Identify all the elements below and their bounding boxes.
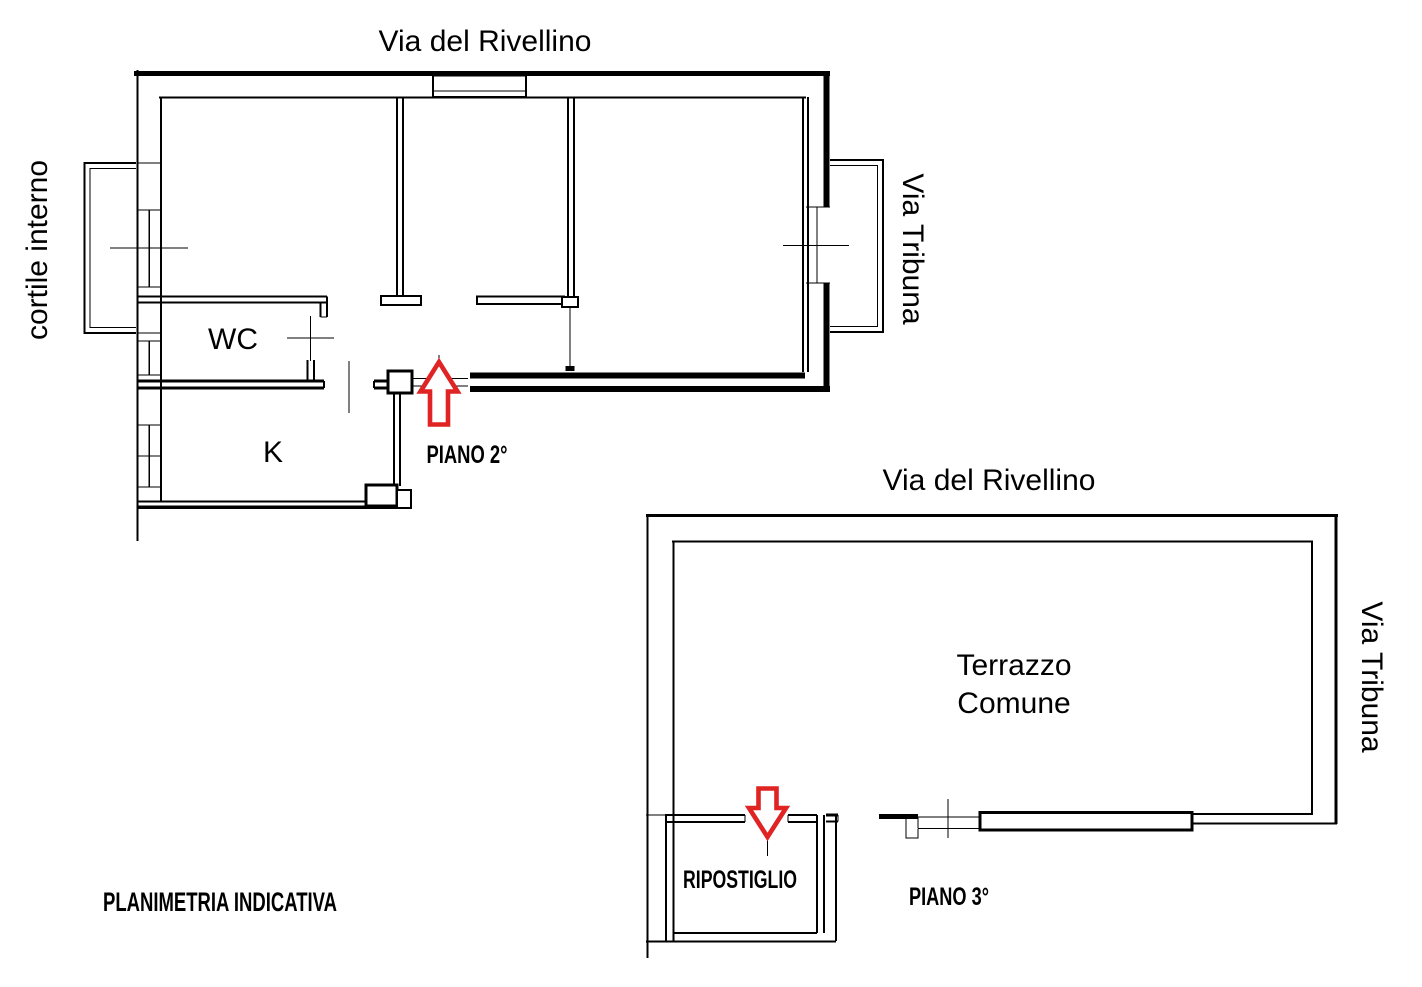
disclaimer-label: PLANIMETRIA INDICATIVA <box>103 887 337 917</box>
piano2-right-window <box>783 206 849 284</box>
plan-piano-2: Via del Rivellino cortile interno Via Tr… <box>21 25 929 541</box>
piano3-terrace-walls <box>646 540 1337 839</box>
piano3-storage-room-label: RIPOSTIGLIO <box>683 866 797 894</box>
piano3-street-top-label: Via del Rivellino <box>883 464 1096 497</box>
piano3-terrace-label-line1: Terrazzo <box>956 649 1071 682</box>
piano2-wc-room-label: WC <box>208 323 258 356</box>
piano2-street-top-label: Via del Rivellino <box>379 25 592 58</box>
plan-piano-3: Via del Rivellino Via Tribuna Terrazzo C… <box>646 464 1388 958</box>
piano2-interior-walls <box>159 96 809 372</box>
piano2-outer-walls <box>134 70 830 541</box>
piano2-floor-label: PIANO 2° <box>427 441 508 469</box>
piano3-terrace-label-line2: Comune <box>957 687 1070 720</box>
piano3-terrace-window <box>917 799 980 838</box>
piano2-kitchen-room-label: K <box>263 436 283 469</box>
piano2-hall-kitchen-walls <box>138 355 468 509</box>
piano3-street-right-label: Via Tribuna <box>1355 601 1388 753</box>
piano3-outer-walls <box>646 513 1338 958</box>
piano2-wc-walls <box>138 295 334 381</box>
piano2-left-balcony <box>83 162 136 334</box>
piano3-storage-walls <box>646 814 837 943</box>
piano3-entrance-arrow-down <box>744 786 791 842</box>
piano3-floor-label: PIANO 3° <box>909 883 989 911</box>
piano2-street-left-label: cortile interno <box>21 160 54 340</box>
piano3-terrace-railing <box>978 810 1194 832</box>
piano2-flue-box <box>432 74 527 98</box>
piano2-street-right-label: Via Tribuna <box>896 173 929 325</box>
piano2-left-windows <box>110 162 188 488</box>
piano2-entrance-arrow-up <box>416 357 462 427</box>
piano2-right-balcony <box>830 159 884 333</box>
